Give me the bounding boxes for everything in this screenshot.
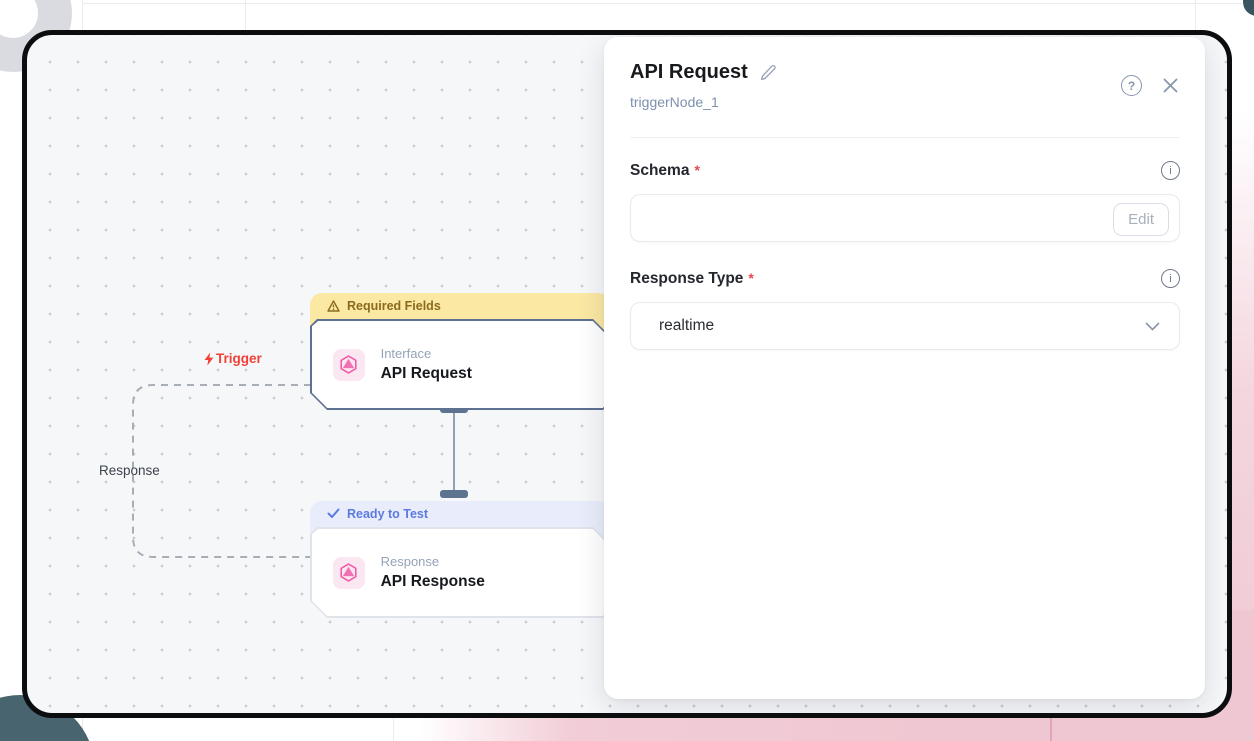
backdrop-grid-line [1050, 718, 1052, 741]
response-edge-label: Response [99, 463, 160, 478]
node-id-label: triggerNode_1 [630, 94, 777, 110]
interface-node-icon [333, 349, 365, 381]
properties-panel: API Request triggerNode_1 ? [604, 37, 1205, 699]
node-title: API Request [381, 365, 472, 383]
info-icon[interactable]: i [1161, 269, 1180, 288]
node-category: Interface [381, 346, 472, 361]
node-card[interactable]: Interface API Request [310, 319, 610, 410]
backdrop-pink-gradient [1230, 110, 1254, 741]
chevron-down-icon [1145, 322, 1160, 331]
trigger-edge-text: Trigger [216, 351, 262, 366]
backdrop-grid-line [393, 718, 394, 741]
header-divider [630, 137, 1180, 138]
response-type-value: realtime [659, 317, 714, 335]
edit-schema-button[interactable]: Edit [1113, 203, 1169, 236]
banner-text: Ready to Test [347, 507, 428, 521]
backdrop-pink-gradient [420, 716, 1254, 741]
backdrop-grid-line [1195, 0, 1196, 30]
node-card[interactable]: Response API Response [310, 527, 610, 618]
backdrop-grid-line [82, 3, 1242, 4]
info-icon[interactable]: i [1161, 161, 1180, 180]
backdrop-grid-line [82, 0, 83, 30]
app-frame: Trigger Response Required Fields [22, 30, 1232, 718]
response-node-icon [333, 557, 365, 589]
check-icon [327, 508, 340, 522]
schema-input[interactable]: Edit [630, 194, 1180, 242]
schema-label: Schema [630, 162, 689, 179]
lightning-icon [203, 352, 215, 366]
backdrop-corner-shape [1243, 0, 1254, 16]
banner-text: Required Fields [347, 299, 441, 313]
close-icon[interactable] [1161, 76, 1180, 95]
node-category: Response [381, 554, 485, 569]
warning-icon [327, 300, 340, 315]
response-type-label: Response Type [630, 270, 743, 287]
node-api-request[interactable]: Required Fields Interface API Request [310, 293, 610, 413]
backdrop-grid-line [245, 0, 246, 30]
panel-title: API Request [630, 61, 748, 84]
response-type-select[interactable]: realtime [630, 302, 1180, 350]
node-api-response[interactable]: Ready to Test Response API Response [310, 501, 610, 621]
required-asterisk: * [694, 162, 699, 178]
node-title: API Response [381, 573, 485, 591]
edit-title-pencil-icon[interactable] [759, 64, 777, 82]
required-asterisk: * [748, 270, 753, 286]
help-icon[interactable]: ? [1121, 75, 1142, 96]
trigger-edge-label: Trigger [203, 351, 262, 366]
